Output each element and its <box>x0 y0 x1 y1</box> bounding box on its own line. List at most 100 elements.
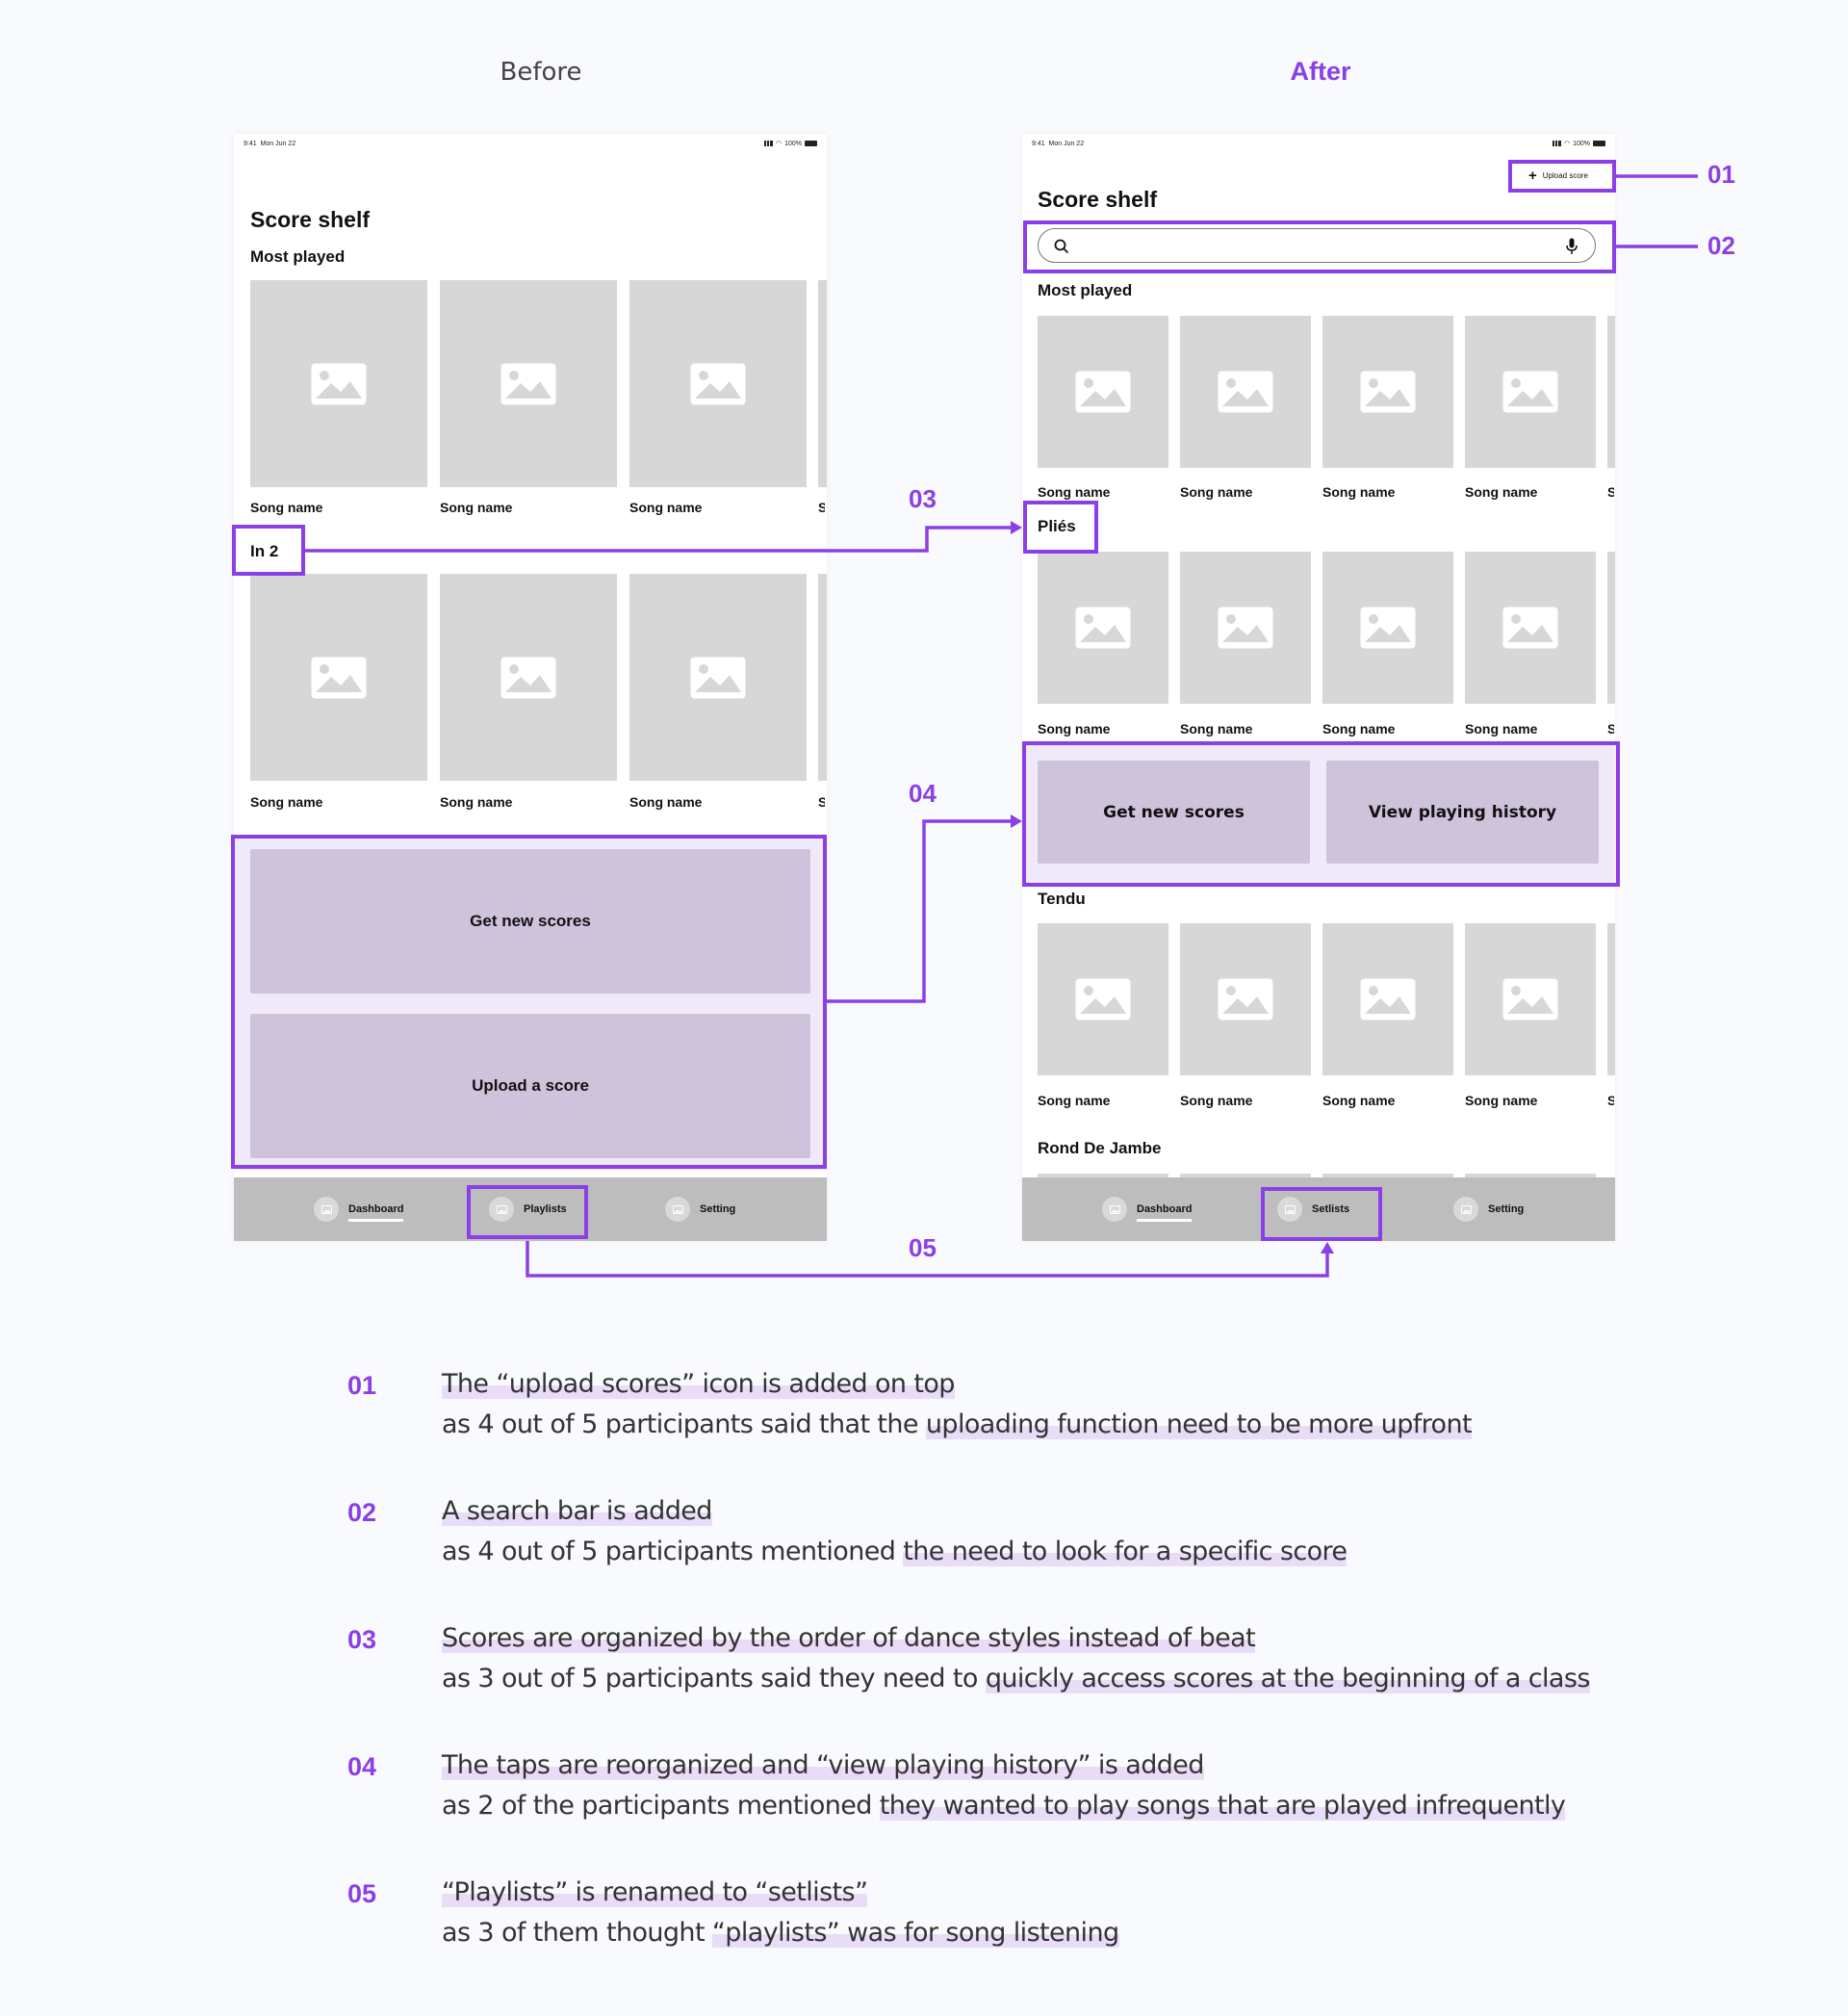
note-title-text: A search bar is added <box>442 1496 712 1526</box>
score-thumbnail[interactable] <box>1465 552 1596 704</box>
tab-label-setting: Setting <box>1488 1203 1525 1215</box>
note-detail-highlight: quickly access scores at the beginning o… <box>985 1664 1590 1693</box>
image-placeholder-icon <box>1218 607 1273 649</box>
image-icon <box>665 1197 690 1222</box>
page-title: Score shelf <box>250 207 370 232</box>
score-thumbnail[interactable] <box>1038 552 1168 704</box>
tab-setting[interactable]: Setting <box>665 1177 735 1241</box>
score-thumbnail-peek[interactable] <box>1607 552 1615 704</box>
score-thumbnail[interactable] <box>1465 923 1596 1075</box>
song-name: Song name <box>1038 721 1111 737</box>
arrowhead-05 <box>1321 1242 1334 1254</box>
score-thumbnail[interactable] <box>440 280 617 487</box>
note-number: 04 <box>347 1752 377 1781</box>
score-thumbnail[interactable] <box>1322 552 1453 704</box>
song-name: Song name <box>440 794 513 810</box>
signal-icon <box>1552 141 1561 146</box>
image-placeholder-icon <box>690 657 746 698</box>
image-placeholder-icon <box>311 657 367 698</box>
score-thumbnail[interactable] <box>1038 923 1168 1075</box>
get-new-scores-button[interactable]: Get new scores <box>1038 761 1310 864</box>
score-thumbnail[interactable] <box>629 280 807 487</box>
battery-text: 100% <box>784 140 802 147</box>
section-label-tendu: Tendu <box>1038 890 1086 908</box>
note-detail-highlight: “playlists” was for song listening <box>711 1918 1119 1948</box>
score-thumbnail-peek[interactable] <box>1322 1174 1453 1179</box>
note-detail: as 3 out of 5 participants said they nee… <box>442 1664 1590 1693</box>
score-thumbnail[interactable] <box>250 574 427 781</box>
section-label-most-played: Most played <box>1038 281 1133 299</box>
score-thumbnail[interactable] <box>1322 923 1453 1075</box>
song-name-peek: S <box>1607 721 1614 737</box>
score-thumbnail[interactable] <box>250 280 427 487</box>
score-thumbnail[interactable] <box>440 574 617 781</box>
view-playing-history-button[interactable]: View playing history <box>1326 761 1599 864</box>
song-name-peek: S <box>1607 484 1614 500</box>
song-name: Song name <box>1322 1093 1396 1108</box>
note-detail: as 4 out of 5 participants mentioned the… <box>442 1537 1348 1566</box>
section-label-most-played: Most played <box>250 247 346 266</box>
image-placeholder-icon <box>1360 978 1416 1021</box>
section-label-rond-de-jambe: Rond De Jambe <box>1038 1139 1162 1157</box>
score-thumbnail-peek[interactable] <box>1465 1174 1596 1179</box>
search-icon <box>1054 239 1069 254</box>
microphone-icon[interactable] <box>1566 238 1578 255</box>
image-icon <box>1453 1197 1478 1222</box>
status-date: Mon Jun 22 <box>260 140 296 147</box>
highlight-in2-label <box>232 525 305 576</box>
song-name: Song name <box>1038 1093 1111 1108</box>
highlight-search-bar <box>1023 220 1616 273</box>
song-name: Song name <box>1322 484 1396 500</box>
song-name: Song name <box>1180 721 1253 737</box>
tab-setlists[interactable]: Setlists <box>1277 1177 1349 1241</box>
image-icon <box>1102 1197 1127 1222</box>
tab-label-dashboard: Dashboard <box>348 1203 404 1222</box>
arrowhead-03 <box>1011 521 1022 534</box>
tab-dashboard[interactable]: Dashboard <box>314 1177 404 1241</box>
note-detail-highlight: they wanted to play songs that are playe… <box>879 1791 1566 1821</box>
score-thumbnail[interactable] <box>1465 316 1596 468</box>
image-placeholder-icon <box>1502 978 1558 1021</box>
score-thumbnail[interactable] <box>1322 316 1453 468</box>
image-placeholder-icon <box>1502 371 1558 413</box>
battery-icon <box>805 141 817 146</box>
highlight-before-actions <box>231 835 827 1169</box>
search-input[interactable] <box>1038 228 1596 263</box>
song-name: Song name <box>440 500 513 515</box>
song-name-peek: S <box>818 500 825 515</box>
score-thumbnail[interactable] <box>1180 552 1311 704</box>
upload-score-button[interactable]: Upload a score <box>250 1014 810 1158</box>
note-title-text: “Playlists” is renamed to “setlists” <box>442 1877 868 1907</box>
score-thumbnail-peek[interactable] <box>818 574 827 781</box>
score-thumbnail-peek[interactable] <box>1038 1174 1168 1179</box>
score-thumbnail-peek[interactable] <box>1607 923 1615 1075</box>
plus-icon: + <box>1528 168 1537 184</box>
connector-05 <box>526 1241 1329 1278</box>
get-new-scores-button[interactable]: Get new scores <box>250 849 810 994</box>
note-detail-text: as 4 out of 5 participants mentioned <box>442 1537 904 1566</box>
score-thumbnail[interactable] <box>1038 316 1168 468</box>
score-thumbnail-peek[interactable] <box>1607 316 1615 468</box>
tab-dashboard[interactable]: Dashboard <box>1102 1177 1193 1241</box>
note-number: 05 <box>347 1879 377 1908</box>
image-icon <box>489 1197 514 1222</box>
wifi-icon: ◠ <box>775 141 783 147</box>
tab-setting[interactable]: Setting <box>1453 1177 1524 1241</box>
score-thumbnail[interactable] <box>1180 316 1311 468</box>
score-thumbnail[interactable] <box>1180 923 1311 1075</box>
signal-icon <box>763 141 773 146</box>
note-title-text: The taps are reorganized and “view playi… <box>442 1750 1204 1780</box>
score-thumbnail[interactable] <box>629 574 807 781</box>
note-title: The taps are reorganized and “view playi… <box>442 1750 1204 1780</box>
tab-playlists[interactable]: Playlists <box>489 1177 567 1241</box>
song-name: Song name <box>1322 721 1396 737</box>
upload-score-button[interactable]: + Upload score <box>1528 168 1588 183</box>
callout-number: 04 <box>909 779 937 808</box>
section-label-in-2: In 2 <box>250 542 279 560</box>
score-thumbnail-peek[interactable] <box>818 280 827 487</box>
score-thumbnail-peek[interactable] <box>1180 1174 1311 1179</box>
note-detail: as 2 of the participants mentioned they … <box>442 1791 1566 1821</box>
tab-label-playlists: Playlists <box>524 1203 567 1215</box>
song-name: Song name <box>629 500 703 515</box>
song-name-peek: S <box>1607 1093 1614 1108</box>
